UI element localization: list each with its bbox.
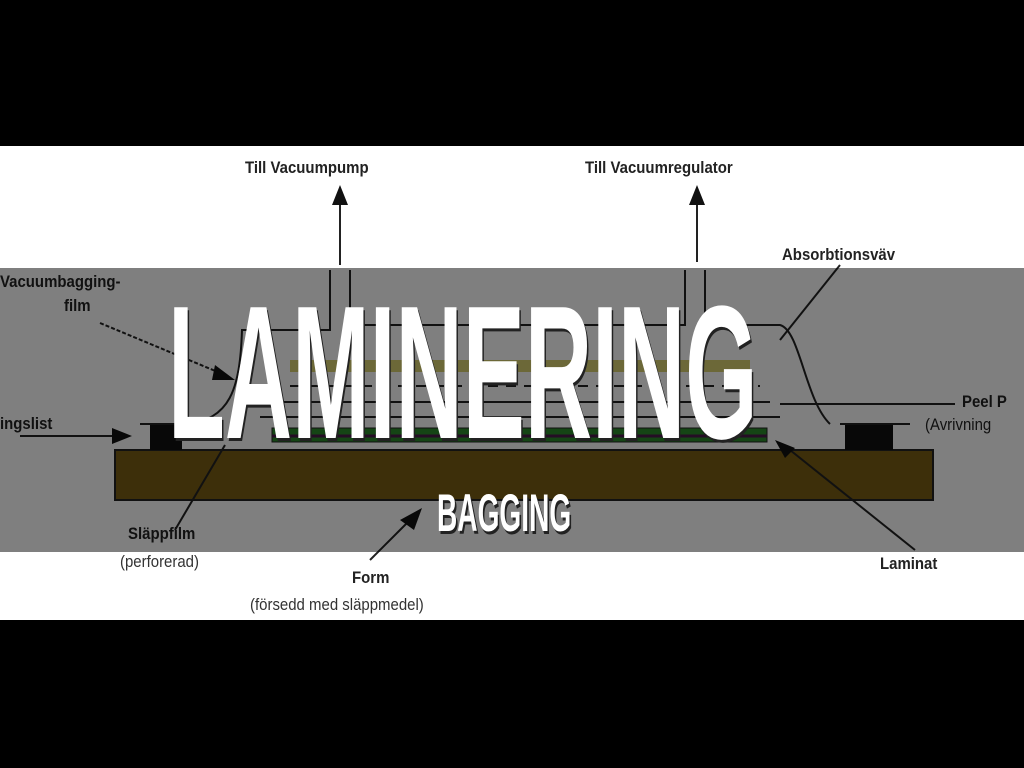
label-absorption: Absorbtionsväv [782,245,896,264]
label-peel-ply-1: Peel P [962,392,1007,411]
label-vacuum-regulator: Till Vacuumregulator [585,158,733,177]
label-bagging-film-2: film [64,296,91,315]
label-peel-ply-2: (Avrivning [925,415,992,434]
slide-subtitle: BAGGING [437,484,572,543]
label-sealing-strip: ingslist [0,414,53,433]
slide-title: LAMINERING [168,267,758,479]
label-laminate: Laminat [880,554,938,573]
label-release-film-sub: (perforerad) [120,552,199,571]
arrow-up-icon [332,185,348,205]
label-form: Form [352,568,390,587]
label-release-film: Släppfilm [128,524,196,543]
label-bagging-film-1: Vacuumbagging- [0,272,121,291]
arrow-up-icon [689,185,705,205]
label-vacuum-pump: Till Vacuumpump [245,158,369,177]
title-overlay-band [0,268,1024,552]
label-form-sub: (försedd med släppmedel) [250,595,424,614]
